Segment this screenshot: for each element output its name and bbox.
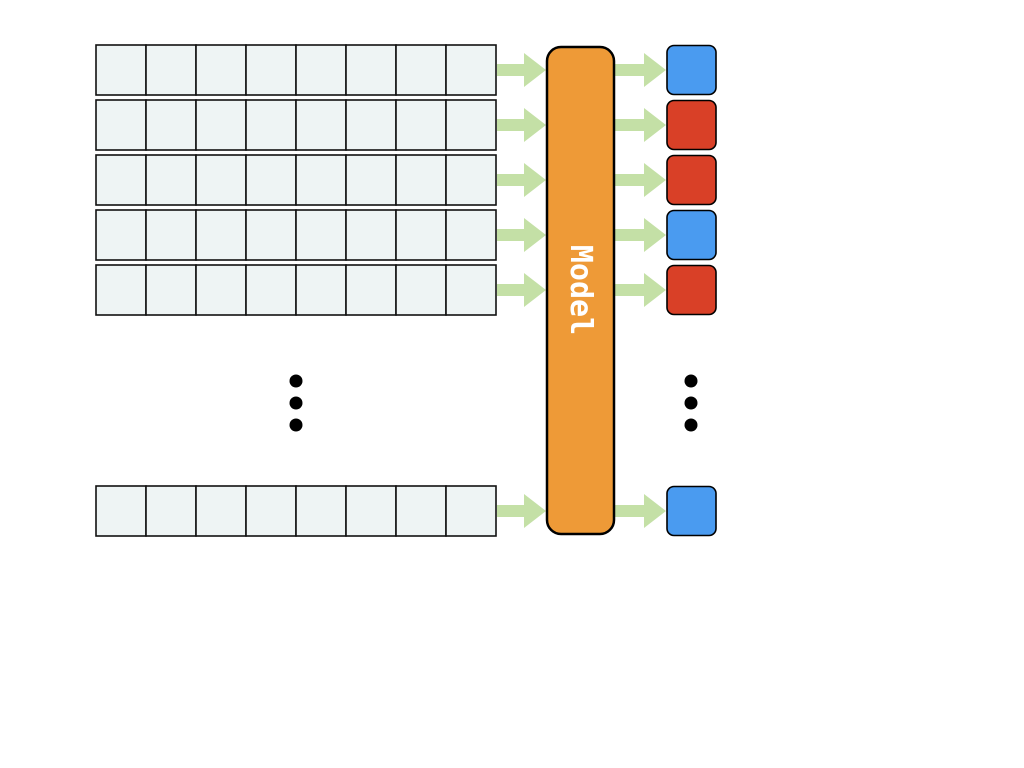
sequence-cell [445, 485, 497, 537]
model-box [545, 45, 616, 536]
sequence-cell [245, 154, 297, 206]
sequence-cell [345, 485, 397, 537]
output-arrow [615, 218, 666, 252]
sequence-cell [345, 209, 397, 261]
output-arrow [615, 494, 666, 528]
input-arrows [497, 53, 546, 528]
sequence-cell [295, 485, 347, 537]
sequence-cell [95, 99, 147, 151]
sequence-cell [345, 44, 397, 96]
sequence-cell [95, 264, 147, 316]
output-red-square [666, 264, 717, 316]
sequence-cell [95, 485, 147, 537]
sequence-cell [195, 154, 247, 206]
output-arrows [615, 53, 666, 528]
sequence-cell [195, 44, 247, 96]
output-ellipsis [684, 374, 698, 432]
sequence-cell [245, 264, 297, 316]
ellipsis-dot [684, 374, 698, 388]
sequence-cell [95, 154, 147, 206]
sequence-cell [395, 485, 447, 537]
sequence-cell [245, 485, 297, 537]
sequence-cell [395, 44, 447, 96]
input-sequence-row [95, 264, 497, 316]
sequence-cell [445, 99, 497, 151]
input-arrow [497, 53, 546, 87]
input-arrow [497, 108, 546, 142]
sequence-cell [345, 154, 397, 206]
sequence-cell [145, 264, 197, 316]
sequence-cell [445, 44, 497, 96]
ellipses [289, 374, 698, 432]
sequence-cell [345, 264, 397, 316]
output-blue-square [666, 485, 717, 537]
output-blue-square [666, 209, 717, 261]
sequence-cell [295, 99, 347, 151]
sequence-cell [245, 44, 297, 96]
sequence-cell [95, 209, 147, 261]
output-arrow [615, 108, 666, 142]
sequence-cell [395, 154, 447, 206]
sequence-cell [445, 154, 497, 206]
ellipsis-dot [684, 396, 698, 410]
sequence-cell [395, 209, 447, 261]
sequence-cell [195, 264, 247, 316]
input-arrow [497, 163, 546, 197]
sequence-cell [95, 44, 147, 96]
sequence-cell [145, 209, 197, 261]
input-sequence-row [95, 99, 497, 151]
input-sequences [95, 44, 497, 537]
input-arrow [497, 218, 546, 252]
input-sequence-row [95, 44, 497, 96]
model-block: Model [545, 45, 616, 536]
input-sequence-row [95, 209, 497, 261]
sequence-cell [395, 99, 447, 151]
input-sequence-row [95, 154, 497, 206]
model-label: Model [563, 245, 598, 335]
sequence-cell [445, 264, 497, 316]
sequence-cell [295, 264, 347, 316]
input-ellipsis [289, 374, 303, 432]
sequence-cell [145, 99, 197, 151]
input-arrow [497, 494, 546, 528]
sequence-cell [195, 99, 247, 151]
input-arrow [497, 273, 546, 307]
output-red-square [666, 99, 717, 151]
sequence-cell [245, 209, 297, 261]
input-sequence-row [95, 485, 497, 537]
sequence-cell [145, 485, 197, 537]
sequence-cell [245, 99, 297, 151]
output-arrow [615, 163, 666, 197]
ellipsis-dot [684, 418, 698, 432]
sequence-cell [295, 209, 347, 261]
sequence-cell [295, 154, 347, 206]
sequence-cell [145, 44, 197, 96]
ellipsis-dot [289, 374, 303, 388]
sequence-cell [345, 99, 397, 151]
sequence-cell [195, 485, 247, 537]
sequence-cell [295, 44, 347, 96]
sequence-cell [195, 209, 247, 261]
output-arrow [615, 273, 666, 307]
output-predictions [666, 44, 717, 537]
sequence-cell [395, 264, 447, 316]
ellipsis-dot [289, 396, 303, 410]
output-arrow [615, 53, 666, 87]
sequence-cell [145, 154, 197, 206]
ellipsis-dot [289, 418, 303, 432]
output-blue-square [666, 44, 717, 96]
sequence-cell [445, 209, 497, 261]
output-red-square [666, 154, 717, 206]
